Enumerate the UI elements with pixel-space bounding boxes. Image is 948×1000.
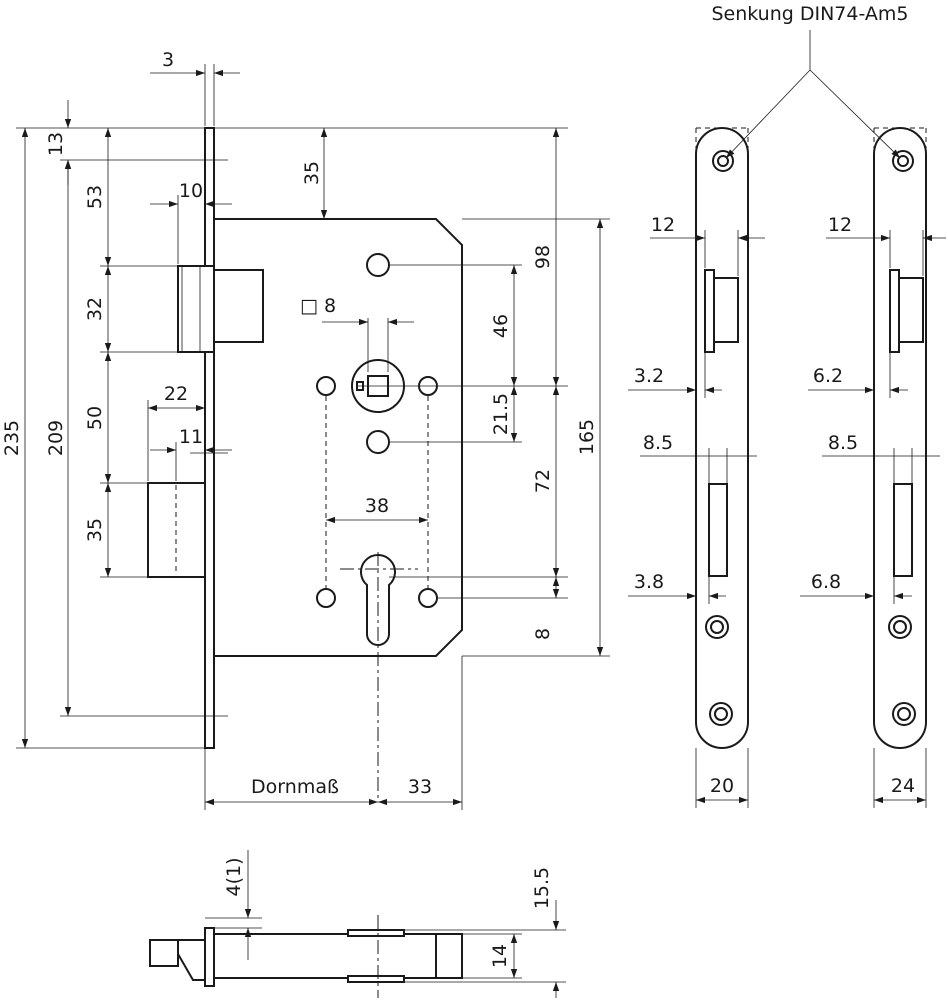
dim-case-depth: 33 bbox=[408, 776, 432, 798]
front-view-dimensions: 3 235 13 209 53 32 50 35 10 bbox=[1, 49, 610, 810]
strike-a-screw-hole-mid bbox=[705, 615, 729, 639]
strike-a-dim-latch-offset: 3.2 bbox=[634, 365, 664, 387]
dim-bolt-height: 35 bbox=[84, 518, 106, 542]
strike-plate-b-body bbox=[873, 127, 927, 749]
left-spindle-fixing-hole bbox=[316, 376, 336, 396]
dim-screw-spacing: 209 bbox=[45, 420, 67, 456]
section-dim-total: 15.5 bbox=[531, 867, 553, 909]
faceplate bbox=[204, 127, 215, 749]
dim-spindle-to-lower-hole: 21.5 bbox=[490, 393, 512, 435]
strike-b-dim-latch-offset: 6.2 bbox=[813, 365, 843, 387]
strike-b-countersunk-hole-top bbox=[892, 150, 914, 172]
dim-latch-height: 32 bbox=[84, 297, 106, 321]
strike-b-dim-latch-depth: 12 bbox=[828, 214, 852, 236]
strike-b-bolt-pocket bbox=[893, 483, 913, 577]
strike-a-countersunk-hole-top bbox=[712, 150, 734, 172]
strike-plate-b bbox=[873, 127, 927, 749]
countersink-note: Senkung DIN74-Am5 bbox=[711, 3, 908, 25]
left-cylinder-fixing-hole bbox=[316, 588, 336, 608]
strike-plate-a-dimensions: 12 3.2 8.5 3.8 20 bbox=[628, 214, 765, 808]
lock-section-view bbox=[149, 915, 463, 998]
dim-top-to-latch: 53 bbox=[84, 185, 106, 209]
dim-bolt-projection: 22 bbox=[164, 383, 188, 405]
dim-faceplate-thickness: 3 bbox=[162, 49, 174, 71]
strike-a-dim-bolt-offset: 3.8 bbox=[634, 571, 664, 593]
dim-spindle-square: □ 8 bbox=[300, 295, 336, 317]
section-cover-bottom bbox=[347, 975, 405, 983]
strike-b-dim-bolt-offset: 6.8 bbox=[811, 571, 841, 593]
strike-b-screw-hole-bottom bbox=[892, 702, 916, 726]
section-bolt-tail bbox=[149, 939, 179, 967]
dim-faceplate-height: 235 bbox=[1, 420, 23, 456]
strike-a-dim-width: 20 bbox=[710, 775, 734, 797]
strike-a-bolt-pocket bbox=[708, 483, 728, 577]
strike-b-dim-bolt-width: 8.5 bbox=[828, 432, 858, 454]
dim-case-height: 165 bbox=[576, 419, 598, 455]
dim-bolt-inner: 11 bbox=[179, 426, 203, 448]
section-dim-case: 14 bbox=[489, 944, 511, 968]
latch-bolt bbox=[177, 265, 215, 353]
strike-a-screw-hole-bottom bbox=[709, 702, 733, 726]
section-dim-faceplate: 4(1) bbox=[223, 857, 245, 896]
dim-spindle-to-top: 98 bbox=[532, 245, 554, 269]
dim-cylinder-to-bottom: 8 bbox=[532, 628, 554, 640]
dim-spindle-to-cylinder: 72 bbox=[532, 469, 554, 493]
strike-plate-a bbox=[695, 127, 749, 749]
strike-b-dim-width: 24 bbox=[891, 775, 915, 797]
backset-label: Dornmaß bbox=[251, 776, 339, 798]
euro-cylinder-hole bbox=[360, 554, 396, 646]
strike-a-dim-latch-depth: 12 bbox=[651, 214, 675, 236]
lock-case bbox=[213, 218, 463, 657]
dim-fixing-hole-spacing: 38 bbox=[365, 495, 389, 517]
section-cover-top bbox=[347, 929, 405, 937]
dim-case-top-offset: 35 bbox=[301, 161, 323, 185]
strike-b-screw-hole-mid bbox=[888, 615, 912, 639]
countersink-callout: Senkung DIN74-Am5 bbox=[711, 3, 909, 159]
strike-plate-b-dimensions: 12 6.2 8.5 6.8 24 bbox=[800, 214, 946, 808]
dim-top-to-screw: 13 bbox=[45, 132, 67, 156]
mortise-lock-front-view bbox=[147, 127, 568, 800]
strike-a-dim-bolt-width: 8.5 bbox=[643, 432, 673, 454]
dim-spindle-to-hole: 46 bbox=[490, 314, 512, 338]
dim-latch-to-bolt: 50 bbox=[84, 406, 106, 430]
section-faceplate bbox=[204, 927, 215, 987]
section-latch bbox=[177, 939, 206, 981]
dim-latch-projection: 10 bbox=[179, 180, 203, 202]
latch-bolt-body bbox=[214, 269, 264, 343]
section-view-dimensions: 4(1) 15.5 14 bbox=[205, 850, 566, 998]
section-lock-case bbox=[213, 933, 463, 979]
strike-plate-a-body bbox=[695, 127, 749, 749]
